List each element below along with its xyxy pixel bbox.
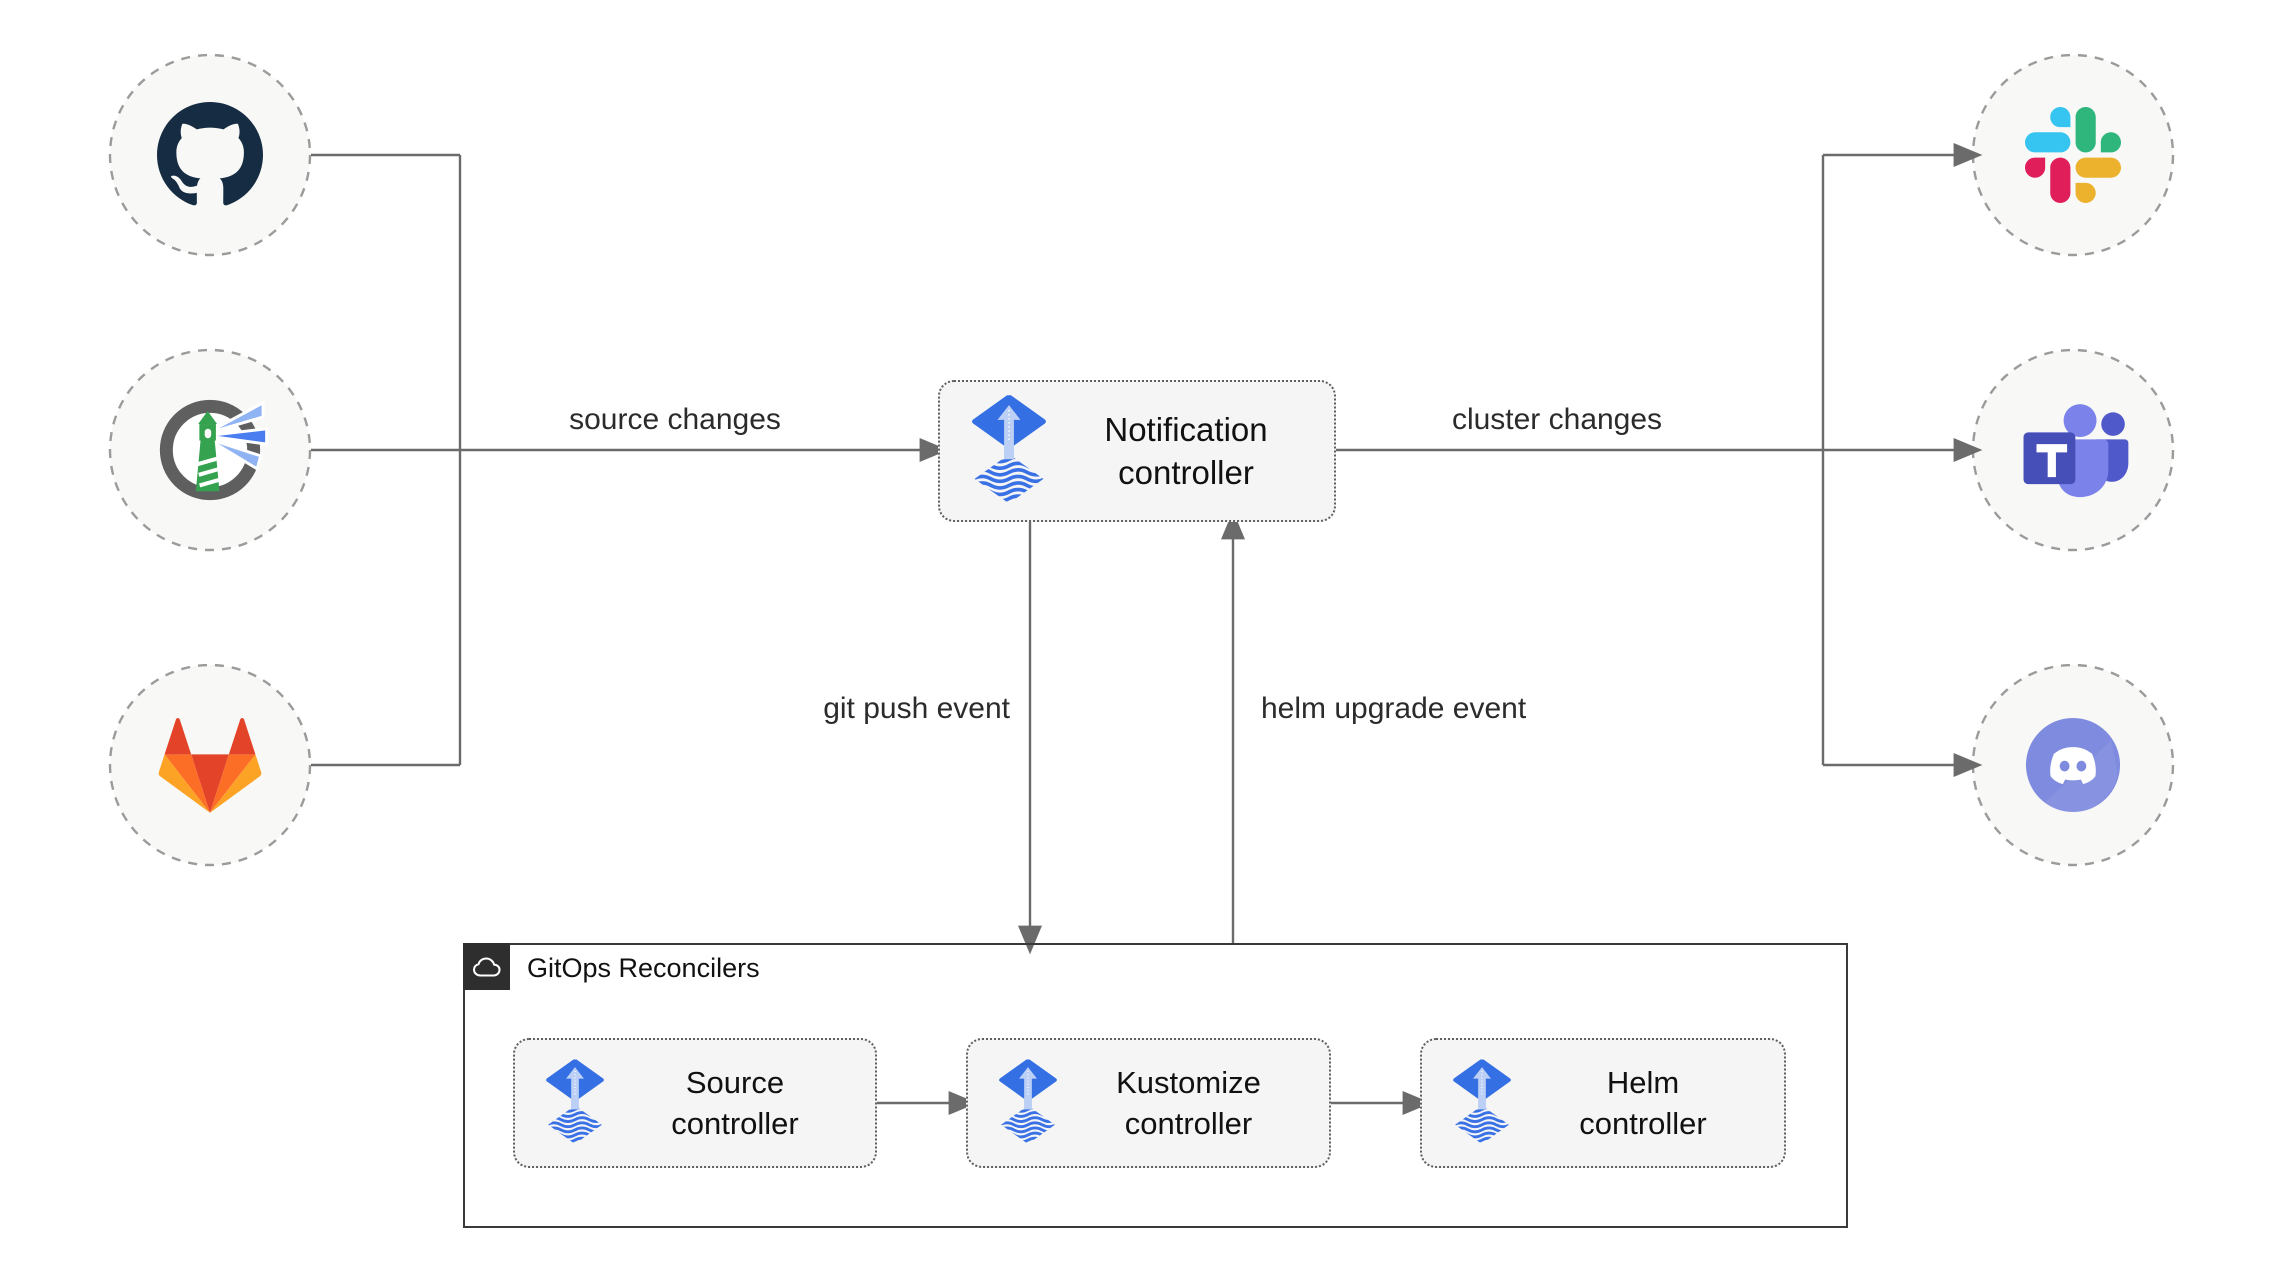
flux-icon	[996, 1059, 1060, 1147]
helm-controller-box: Helm controller	[1420, 1038, 1786, 1168]
kustomize-controller-line2: controller	[1124, 1106, 1253, 1141]
source-node-harbor	[110, 350, 310, 550]
source-node-gitlab	[110, 665, 310, 865]
target-node-slack	[1973, 55, 2173, 255]
github-node-circle	[108, 53, 312, 257]
harbor-icon	[159, 399, 269, 501]
kustomize-controller-label: Kustomize controller	[1060, 1062, 1317, 1144]
source-controller-line1: Source	[685, 1065, 785, 1100]
source-node-github	[110, 55, 310, 255]
teams-icon	[2023, 404, 2129, 498]
edge-label-cluster-changes: cluster changes	[1451, 403, 1663, 436]
notification-controller-line2: controller	[1118, 454, 1254, 491]
edge-label-git-push-event: git push event	[823, 692, 1010, 725]
gitops-reconcilers-badge	[463, 943, 510, 990]
gitlab-icon	[158, 718, 262, 813]
target-node-discord	[1973, 665, 2173, 865]
kustomize-controller-box: Kustomize controller	[966, 1038, 1331, 1168]
notification-controller-line1: Notification	[1104, 411, 1268, 448]
kustomize-controller-line1: Kustomize	[1116, 1065, 1261, 1100]
gitops-reconcilers-container: GitOps Reconcilers	[463, 943, 1848, 1228]
notification-controller-box: Notification controller	[938, 380, 1336, 522]
github-icon	[157, 102, 263, 206]
discord-icon	[2025, 717, 2121, 813]
target-node-teams	[1973, 350, 2173, 550]
source-controller-label: Source controller	[607, 1062, 863, 1144]
flux-icon	[543, 1059, 607, 1147]
gitops-reconcilers-title: GitOps Reconcilers	[527, 953, 760, 983]
source-controller-line2: controller	[671, 1106, 799, 1141]
cloud-icon	[472, 956, 501, 977]
helm-controller-line2: controller	[1579, 1106, 1707, 1141]
helm-controller-line1: Helm	[1606, 1065, 1680, 1100]
notification-controller-label: Notification controller	[1050, 408, 1322, 494]
helm-controller-label: Helm controller	[1514, 1062, 1772, 1144]
flux-icon	[1450, 1059, 1514, 1147]
flux-icon	[968, 395, 1050, 507]
edge-label-source-changes: source changes	[569, 403, 781, 436]
slack-icon	[2025, 107, 2121, 203]
source-controller-box: Source controller	[513, 1038, 877, 1168]
edge-label-helm-upgrade-event: helm upgrade event	[1261, 692, 1527, 725]
